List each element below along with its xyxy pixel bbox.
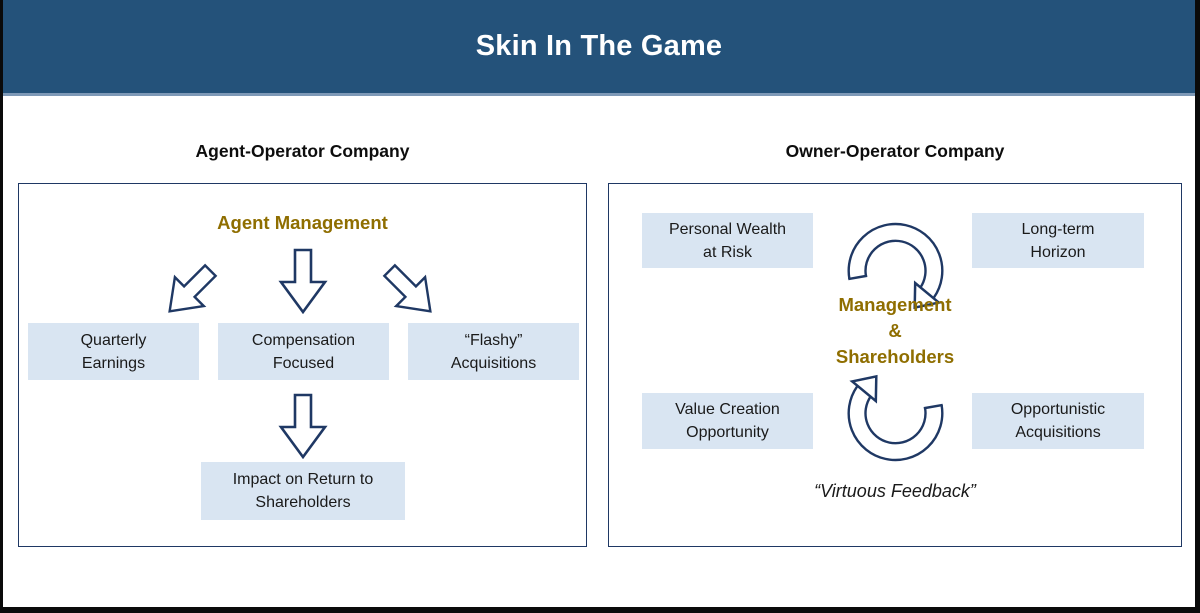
opportunistic-acquisitions-box: Opportunistic Acquisitions (972, 393, 1144, 449)
box-text-line: Long-term (1021, 220, 1095, 238)
box-text-line: Opportunity (686, 424, 769, 441)
management-shareholders-label: Management & Shareholders (609, 292, 1181, 370)
box-text-line: Impact on Return to (232, 471, 374, 488)
title-banner: Skin In The Game (3, 0, 1195, 96)
curved-cycle-arrow-icon (833, 370, 958, 466)
quarterly-earnings-box: Quarterly Earnings (28, 323, 199, 380)
box-text-line: Compensation (251, 331, 356, 349)
center-label-line: Management (838, 294, 952, 315)
box-text-line: Personal Wealth (668, 220, 787, 238)
center-label-line: Shareholders (835, 346, 955, 367)
down-arrow-icon (275, 248, 331, 314)
box-text-line: Opportunistic (1010, 401, 1106, 418)
box-text-line: Acquisitions (1015, 424, 1101, 441)
agent-management-label: Agent Management (217, 212, 388, 233)
box-text-line: Earnings (81, 354, 146, 372)
compensation-focused-box: Compensation Focused (218, 323, 389, 380)
center-label-line: & (888, 320, 902, 341)
box-text-line: Value Creation (675, 401, 780, 418)
down-left-arrow-icon (150, 251, 231, 332)
personal-wealth-box: Personal Wealth at Risk (642, 213, 813, 268)
box-text-line: at Risk (703, 243, 752, 261)
flashy-acquisitions-box: “Flashy” Acquisitions (408, 323, 579, 380)
down-arrow-icon (275, 393, 331, 459)
long-term-horizon-box: Long-term Horizon (972, 213, 1144, 268)
box-text-line: “Flashy” (464, 331, 523, 349)
page-title: Skin In The Game (475, 30, 723, 62)
owner-operator-panel: Personal Wealth at Risk Long-term Horizo… (608, 183, 1182, 547)
curved-cycle-arrow-icon (833, 218, 958, 314)
box-text-line: Focused (272, 354, 335, 372)
value-creation-box: Value Creation Opportunity (642, 393, 813, 449)
down-right-arrow-icon (370, 251, 451, 332)
virtuous-feedback-caption: “Virtuous Feedback” (814, 481, 976, 501)
box-text-line: Acquisitions (450, 354, 537, 372)
box-text-line: Horizon (1030, 243, 1086, 261)
box-text-line: Shareholders (255, 494, 351, 511)
right-column-heading: Owner-Operator Company (785, 141, 1005, 161)
left-column-heading: Agent-Operator Company (195, 141, 410, 161)
box-text-line: Quarterly (80, 331, 147, 349)
agent-operator-panel: Agent Management Quarterly Earnings Comp… (18, 183, 587, 547)
impact-return-box: Impact on Return to Shareholders (201, 462, 405, 520)
